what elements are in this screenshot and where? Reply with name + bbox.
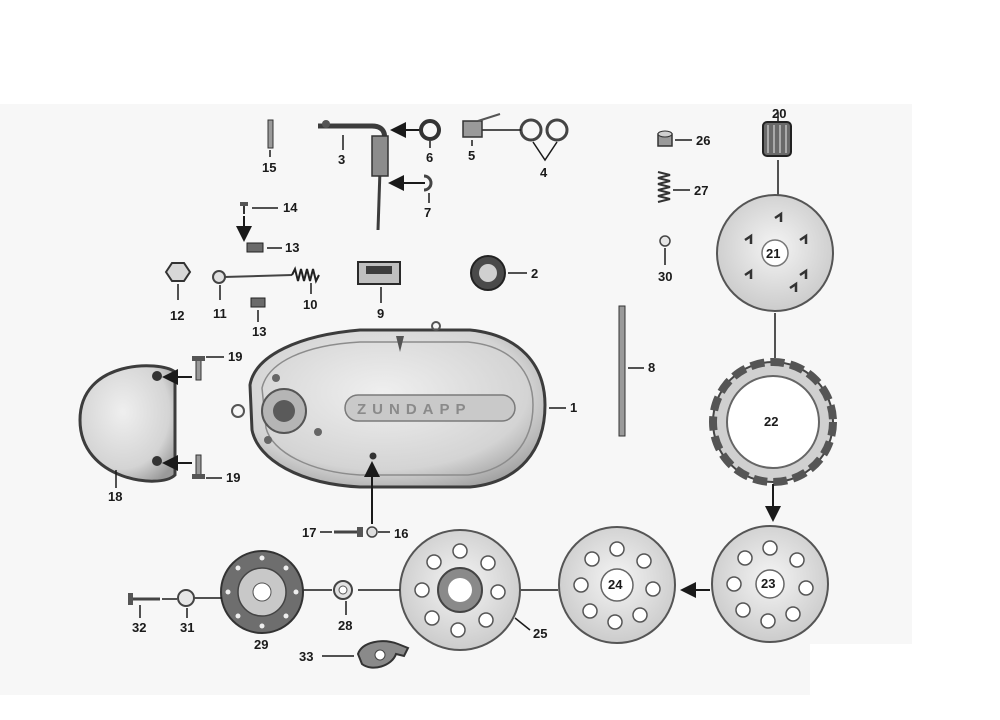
part-15-pin [267, 119, 274, 149]
part-4-o-rings [482, 118, 569, 142]
callout-7: 7 [424, 205, 431, 220]
callout-33: 33 [299, 649, 313, 664]
callout-18: 18 [108, 489, 122, 504]
callout-14: 14 [283, 200, 298, 215]
part-31-washer [177, 589, 195, 607]
callout-31: 31 [180, 620, 194, 635]
callout-1: 1 [570, 400, 577, 415]
callout-30: 30 [658, 269, 672, 284]
part-33-lock-washer [356, 640, 410, 669]
part-29-friction-disc [220, 550, 304, 634]
part-27-spring [657, 171, 671, 203]
part-14-screw [240, 202, 248, 214]
callout-5: 5 [468, 148, 475, 163]
callout-21: 21 [766, 246, 780, 261]
part-13-plate-lower [250, 297, 266, 308]
part-26-bushing [657, 130, 673, 147]
callout-16: 16 [394, 526, 408, 541]
part-18-end-cap [78, 364, 177, 483]
part-9-lever-block [357, 261, 401, 285]
callout-3: 3 [338, 152, 345, 167]
part-24-steel-disc [558, 526, 676, 644]
callout-22: 22 [764, 414, 778, 429]
callout-19-lower: 19 [226, 470, 240, 485]
callout-6: 6 [426, 150, 433, 165]
callout-20: 20 [772, 106, 786, 121]
callout-25: 25 [533, 626, 547, 641]
callout-19-upper: 19 [228, 349, 242, 364]
callout-8: 8 [648, 360, 655, 375]
part-23-clutch-disc [711, 525, 829, 643]
leader-25 [514, 617, 531, 631]
callout-13-upper: 13 [285, 240, 299, 255]
callout-29: 29 [254, 637, 268, 652]
part-16-washer [366, 526, 378, 538]
brand-lettering: ZUNDAPP [357, 401, 472, 418]
part-22-clutch-basket [709, 358, 837, 486]
callout-2: 2 [531, 266, 538, 281]
part-30-ball [659, 235, 671, 247]
part-28-bushing [333, 580, 353, 600]
part-19-screw-lower [192, 454, 205, 479]
part-7-clip [423, 174, 433, 192]
part-32-screw [128, 593, 160, 605]
callout-23: 23 [761, 576, 775, 591]
part-13-plate-upper [246, 242, 264, 253]
callout-9: 9 [377, 306, 384, 321]
part-21-pressure-plate [716, 194, 834, 312]
part-3-clutch-lever [318, 120, 389, 231]
callout-24: 24 [608, 577, 623, 592]
callout-26: 26 [696, 133, 710, 148]
callout-12: 12 [170, 308, 184, 323]
callout-28: 28 [338, 618, 352, 633]
callout-15: 15 [262, 160, 276, 175]
part-6-washer [419, 119, 441, 141]
callout-17: 17 [302, 525, 316, 540]
callout-32: 32 [132, 620, 146, 635]
part-5-adjuster [462, 113, 501, 138]
part-12-nut [164, 262, 192, 282]
part-11-washer [212, 270, 226, 284]
part-2-oil-seal [470, 255, 506, 291]
callout-4: 4 [540, 165, 548, 180]
part-8-push-rod [618, 305, 626, 437]
callout-11: 11 [213, 306, 227, 321]
part-10-spring [223, 266, 320, 284]
callout-10: 10 [303, 297, 317, 312]
part-17-screw [334, 527, 363, 537]
part-19-screw-upper [192, 356, 205, 381]
part-25-clutch-hub [399, 529, 521, 651]
part-1-clutch-cover: ZUNDAPP [231, 321, 547, 489]
callout-27: 27 [694, 183, 708, 198]
part-20-needle-bearing [762, 121, 792, 157]
leader-4 [532, 141, 558, 162]
callout-13-lower: 13 [252, 324, 266, 339]
